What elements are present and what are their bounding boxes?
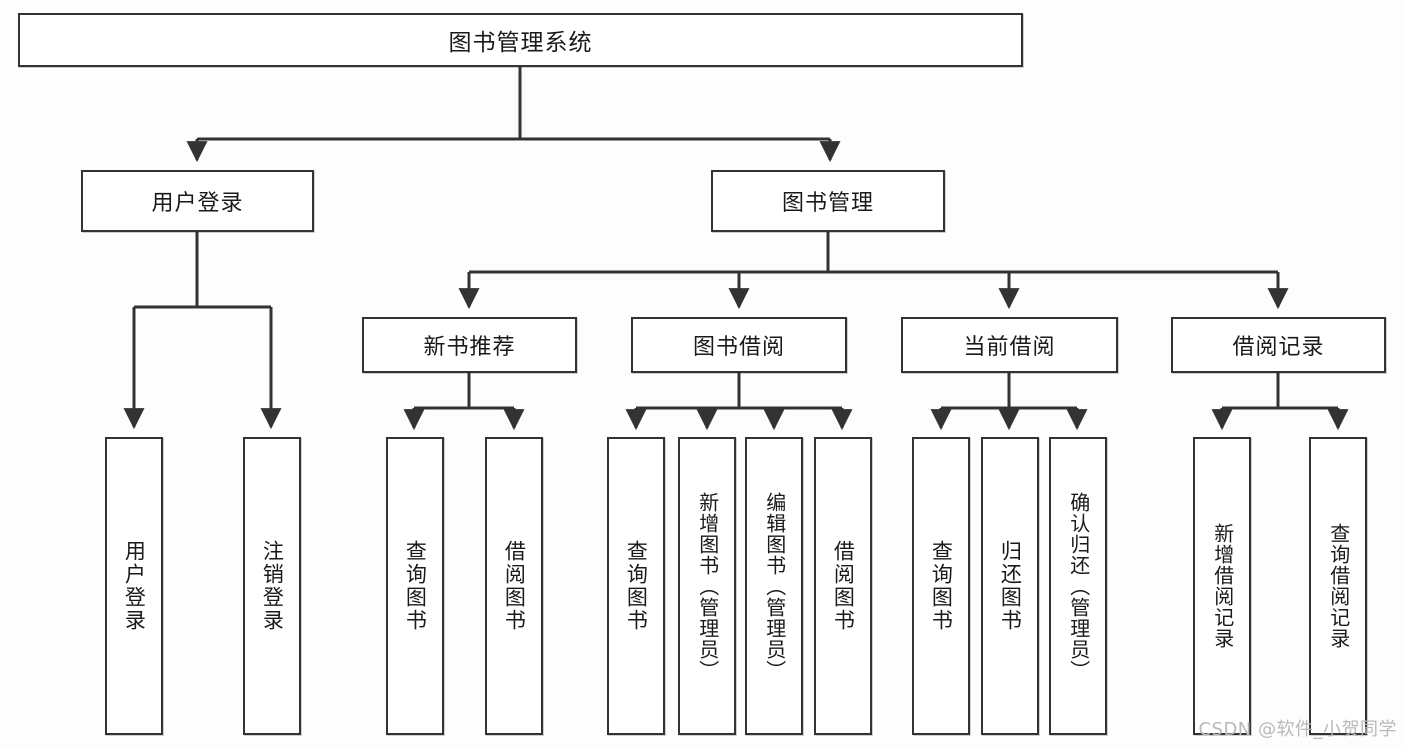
leaf-query-book-borrow[interactable]: 查询图书 bbox=[607, 437, 665, 735]
leaf-return-book[interactable]: 归还图书 bbox=[981, 437, 1039, 735]
leaf-query-borrow-record[interactable]: 查询借阅记录 bbox=[1309, 437, 1367, 735]
leaf-label: 编辑图书（管理员） bbox=[762, 491, 787, 681]
node-label: 当前借阅 bbox=[963, 335, 1056, 360]
leaf-label: 归还图书 bbox=[998, 540, 1023, 632]
leaf-label: 查询图书 bbox=[403, 540, 428, 632]
node-user-login[interactable]: 用户登录 bbox=[81, 170, 314, 232]
leaf-label: 新增借阅记录 bbox=[1210, 523, 1235, 649]
node-label: 图书管理 bbox=[781, 191, 874, 216]
leaf-label: 查询图书 bbox=[929, 540, 954, 632]
node-book-borrow[interactable]: 图书借阅 bbox=[631, 317, 847, 373]
leaf-label: 新增图书（管理员） bbox=[695, 491, 720, 681]
watermark-text: CSDN @软件_小贺同学 bbox=[1198, 719, 1397, 740]
node-label: 新书推荐 bbox=[423, 335, 516, 360]
node-new-book-recommend[interactable]: 新书推荐 bbox=[362, 317, 577, 373]
leaf-label: 用户登录 bbox=[122, 540, 147, 632]
leaf-confirm-return[interactable]: 确认归还（管理员） bbox=[1049, 437, 1107, 735]
leaf-label: 借阅图书 bbox=[831, 540, 856, 632]
leaf-logout[interactable]: 注销登录 bbox=[243, 437, 301, 735]
node-root-system[interactable]: 图书管理系统 bbox=[18, 13, 1023, 67]
leaf-borrow-book[interactable]: 借阅图书 bbox=[814, 437, 872, 735]
leaf-label: 确认归还（管理员） bbox=[1066, 491, 1091, 681]
leaf-query-book-current[interactable]: 查询图书 bbox=[912, 437, 970, 735]
leaf-query-book-recommend[interactable]: 查询图书 bbox=[386, 437, 444, 735]
leaf-add-book[interactable]: 新增图书（管理员） bbox=[678, 437, 736, 735]
node-label: 图书管理系统 bbox=[448, 30, 593, 56]
leaf-user-login[interactable]: 用户登录 bbox=[105, 437, 163, 735]
node-borrow-record[interactable]: 借阅记录 bbox=[1171, 317, 1386, 373]
leaf-label: 借阅图书 bbox=[502, 540, 527, 632]
leaf-add-borrow-record[interactable]: 新增借阅记录 bbox=[1193, 437, 1251, 735]
leaf-edit-book[interactable]: 编辑图书（管理员） bbox=[745, 437, 803, 735]
leaf-label: 查询借阅记录 bbox=[1326, 523, 1351, 649]
node-label: 图书借阅 bbox=[692, 335, 785, 360]
node-current-borrow[interactable]: 当前借阅 bbox=[901, 317, 1118, 373]
leaf-label: 注销登录 bbox=[260, 540, 285, 632]
leaf-borrow-book-recommend[interactable]: 借阅图书 bbox=[485, 437, 543, 735]
node-label: 借阅记录 bbox=[1232, 335, 1325, 360]
node-book-management[interactable]: 图书管理 bbox=[711, 170, 945, 232]
leaf-label: 查询图书 bbox=[624, 540, 649, 632]
node-label: 用户登录 bbox=[151, 191, 244, 216]
